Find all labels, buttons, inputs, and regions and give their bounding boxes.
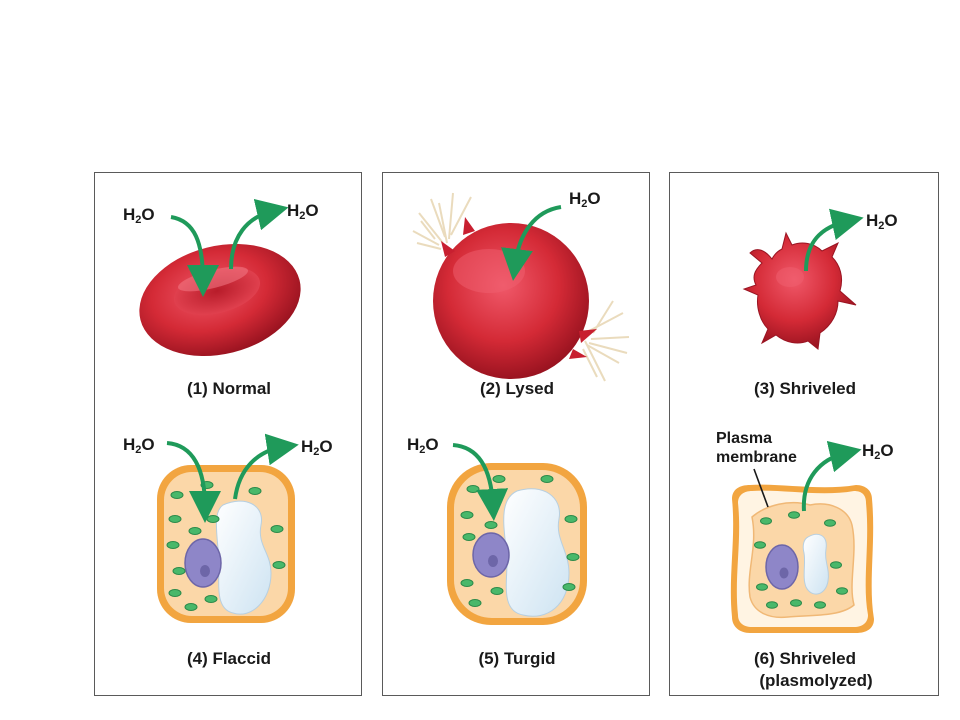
panel-animal-plant-hypertonic: H2O (3) Shriveled Plasma membrane H2O (6…	[669, 172, 939, 696]
plasmolyzed-plant-cell	[730, 484, 874, 633]
caption-shriveled-plant: (6) Shriveled	[753, 649, 857, 668]
chloroplasts	[754, 511, 848, 609]
caption-normal: (1) Normal	[186, 379, 272, 398]
panel-1-illustration	[139, 199, 301, 623]
turgid-plant-cell	[447, 463, 587, 625]
water-label: H2O	[287, 201, 319, 222]
plasma-membrane-line1: Plasma	[716, 430, 773, 447]
nucleus	[765, 544, 799, 590]
water-label: H2O	[866, 211, 898, 232]
vacuole	[802, 533, 829, 595]
plasma-membrane-line2: membrane	[716, 449, 797, 466]
shrunken-protoplast	[748, 501, 855, 619]
water-label: H2O	[123, 205, 155, 226]
water-label: H2O	[123, 435, 155, 456]
flaccid-plant-cell	[157, 465, 295, 623]
caption-turgid: (5) Turgid	[478, 649, 556, 668]
water-out-arrow	[804, 208, 864, 272]
water-label: H2O	[407, 435, 439, 456]
panel-2-illustration	[412, 192, 630, 625]
caption-flaccid: (4) Flaccid	[186, 649, 272, 668]
water-out-arrow	[229, 199, 289, 270]
water-in-arrow-plant	[166, 441, 221, 523]
water-label: H2O	[569, 189, 601, 210]
panel-3-illustration	[730, 208, 874, 633]
caption-plasmolyzed: (plasmolyzed)	[759, 671, 873, 690]
chloroplasts	[460, 475, 580, 607]
vacuole	[503, 488, 570, 617]
nucleus	[472, 532, 510, 578]
water-label: H2O	[301, 437, 333, 458]
shriveled-red-blood-cell	[742, 231, 857, 350]
normal-red-blood-cell	[139, 243, 301, 357]
nucleus	[184, 538, 222, 588]
water-in-arrow	[170, 215, 219, 297]
water-in-arrow-plant	[452, 443, 509, 521]
water-in-arrow	[501, 205, 562, 281]
water-out-arrow-plant	[233, 433, 299, 500]
water-out-arrow-plant	[801, 441, 862, 512]
water-label: H2O	[862, 441, 894, 462]
panel-animal-plant-hypotonic: H2O (2) Lysed H2O (5) Turgid	[382, 172, 650, 696]
plasma-membrane-label: Plasma membrane	[716, 429, 797, 467]
lysed-red-blood-cell	[412, 192, 630, 382]
pointer-line	[753, 468, 769, 508]
caption-shriveled: (3) Shriveled	[753, 379, 857, 398]
panel-animal-plant-isotonic: H2O H2O (1) Normal H2O H2O (4) Flaccid	[94, 172, 362, 696]
caption-lysed: (2) Lysed	[479, 379, 554, 398]
chloroplasts	[166, 481, 286, 611]
